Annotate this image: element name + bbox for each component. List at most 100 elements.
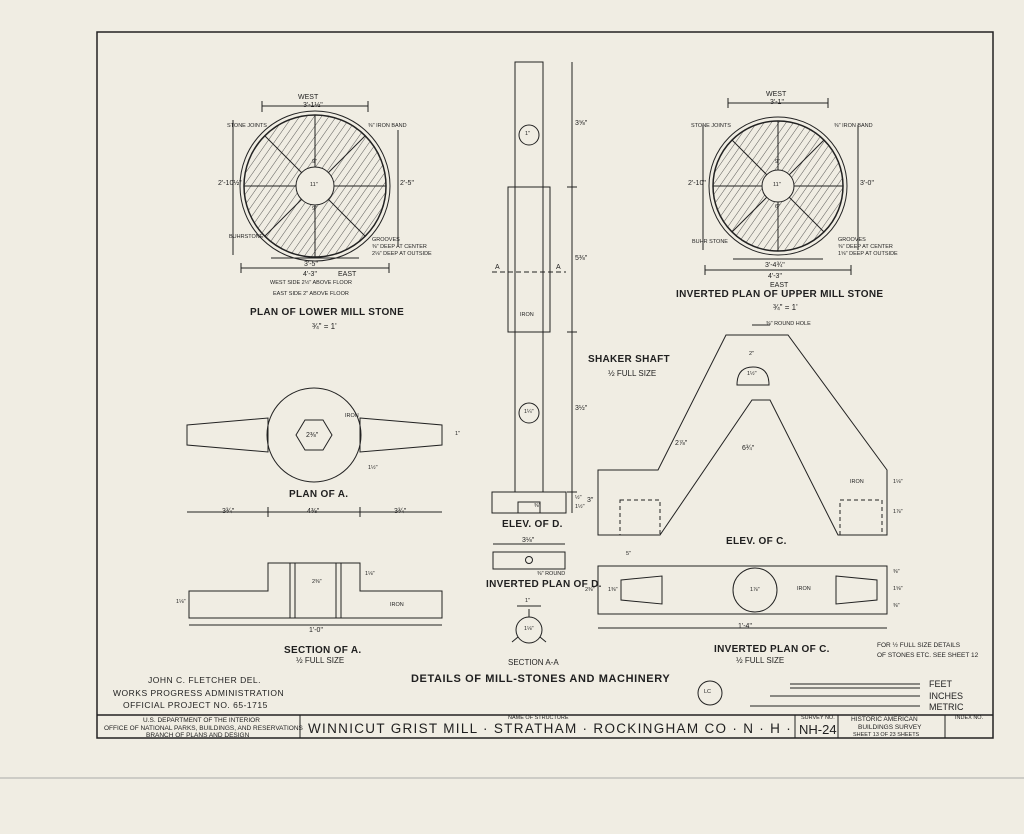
upper-note-joints: Stone joints (691, 123, 731, 129)
tb-survey-no: NH-24 (799, 722, 837, 737)
upper-millstone-plan (702, 98, 859, 275)
section-a-dim-left-h: 1⅛" (176, 599, 186, 605)
lower-floor-1: West side 2½" above floor (270, 280, 352, 286)
tb-dept-3: Branch of Plans and Design (146, 732, 250, 739)
tb-dept-2: Office of National Parks, Buildings, and… (104, 725, 303, 732)
plan-of-a (186, 387, 443, 517)
shaft-dim-mid: 5⅜" (575, 255, 588, 262)
shaft-dim-foot-2: 1½" (575, 504, 585, 510)
inv-c-title: Inverted Plan of C. (714, 644, 830, 655)
section-a-title: Section of A. (284, 645, 362, 656)
upper-note-band: ⅜" iron band (834, 123, 873, 129)
elev-c-dim-arm: 2⅞" (675, 440, 688, 447)
lower-dim-inner: 3'-5" (304, 261, 318, 268)
elev-c-dim-right-1: 1⅛" (893, 479, 903, 485)
plan-a-dim-center: 4⅜" (307, 508, 320, 515)
shaft-hole-bottom: 1¼" (524, 409, 534, 415)
tb-name-label: Name of Structure (508, 715, 569, 721)
tb-survey-label: Survey No. (801, 715, 835, 721)
plan-a-title: Plan of A. (289, 489, 349, 500)
tb-habs-2: Buildings Survey (858, 724, 922, 731)
inv-c-scale: ½ Full Size (736, 656, 785, 665)
scale-inches: Inches (929, 691, 964, 701)
upper-dir-bottom: East (770, 282, 789, 289)
lower-dim-bottom: 4'-3" (303, 271, 317, 278)
elev-c-dim-right-2: 1⅞" (893, 509, 903, 515)
note-full-size-2: of stones etc. see sheet 12 (877, 652, 979, 659)
section-aa-center: 1⅛" (524, 626, 534, 632)
section-aa-title: Section A-A (508, 658, 559, 667)
elev-c-hole-note: ⅜" Round hole (766, 321, 811, 327)
inv-d-title: Inverted Plan of D. (486, 579, 602, 590)
elev-c-dim-center-h: 6¾" (742, 445, 755, 452)
plan-a-material: Iron (345, 413, 359, 419)
inverted-plan-of-c (597, 565, 888, 629)
shaft-dim-top: 3⅝" (575, 120, 588, 127)
shaft-title: Shaker Shaft (588, 354, 670, 365)
lower-dim-top: 3'-1½" (303, 102, 323, 109)
lower-dim-right: 2'-5" (400, 180, 414, 187)
tb-habs-1: Historic American (851, 716, 918, 723)
elevation-of-c (597, 324, 888, 536)
elev-c-dim-top-w: 2" (749, 351, 755, 357)
upper-dim-right: 3'-0" (860, 180, 874, 187)
lower-stone-title: Plan of Lower Mill Stone (250, 307, 405, 318)
shaft-dim-lower: 3½" (575, 405, 588, 412)
section-aa-dim-top: 1" (525, 598, 531, 604)
lower-dir-top: West (298, 94, 319, 101)
upper-grooves-2: ⅜" deep at center (838, 244, 893, 250)
section-of-a (188, 562, 443, 626)
lower-eye-mid: 11" (310, 182, 318, 188)
plan-a-dim-side: 1" (455, 431, 461, 437)
elev-c-dim-side: 3" (587, 497, 594, 504)
inv-c-dim-right-3: ⅜" (893, 603, 900, 609)
lower-grooves-3: 2⅛" deep at outside (372, 251, 432, 257)
inv-c-dim-center: 1⅞" (750, 587, 760, 593)
credit-project: Official Project No. 65-1715 (123, 700, 268, 710)
shaft-foot-label: ⅜" (534, 503, 541, 509)
elev-c-dim-arch: 1½" (747, 371, 757, 377)
lower-millstone-plan (232, 101, 399, 273)
upper-dim-bottom: 4'-3" (768, 273, 782, 280)
lower-floor-2: East side 2" above floor (273, 291, 349, 297)
upper-dim-left: 2'-10" (688, 180, 706, 187)
shaker-shaft (491, 61, 577, 644)
lower-note-buhrstone: Buhrstone (229, 234, 264, 240)
section-a-dim-right-h: 1⅛" (365, 571, 375, 577)
tb-index-label: Index No. (955, 715, 984, 721)
lower-eye-bottom: 9" (312, 206, 318, 212)
inv-c-dim-right-2: 1⅝" (893, 586, 903, 592)
lower-note-joints: Stone joints (227, 123, 267, 129)
shaft-section-mark-right: A (556, 264, 561, 271)
lower-stone-scale: ¾" = 1' (312, 322, 337, 331)
lower-grooves-2: ⅜" deep at center (372, 244, 427, 250)
upper-eye-bottom: 6" (775, 204, 781, 210)
plan-a-dim-right: 3¾" (394, 508, 407, 515)
scale-stamp: LC (704, 689, 712, 695)
tb-sheet-no: Sheet 13 of 23 Sheets (853, 732, 920, 738)
shaft-scale: ½ Full Size (608, 369, 657, 378)
inv-c-dim-left-w: 5" (626, 551, 632, 557)
tb-structure-name: Winnicut Grist Mill · Stratham · Rocking… (308, 721, 793, 736)
inv-c-dim-height: 2⅜" (585, 587, 595, 593)
shaft-material: Iron (520, 312, 534, 318)
inv-d-dim-width: 3⅛" (522, 537, 535, 544)
elev-d-title: Elev. of D. (502, 519, 563, 530)
elev-c-material: Iron (850, 479, 864, 485)
plan-a-dim-hub: 1½" (368, 465, 378, 471)
section-a-scale: ½ Full Size (296, 656, 345, 665)
scale-bar (697, 680, 920, 707)
upper-dim-top: 3'-1" (770, 99, 784, 106)
scale-feet: Feet (929, 679, 953, 689)
shaft-hole-top: 1" (525, 131, 531, 137)
inv-d-round-note: ⅜" Round (537, 571, 566, 577)
upper-eye-top: 9" (775, 159, 781, 165)
upper-eye-mid: 11" (773, 182, 781, 188)
inv-c-dim-right-1: ⅜" (893, 569, 900, 575)
credit-agency: Works Progress Administration (113, 688, 285, 698)
sheet-title: Details of Mill-Stones and Machinery (411, 673, 671, 685)
upper-note-buhrstone: Buhr stone (692, 239, 728, 245)
upper-grooves-1: Grooves (838, 237, 866, 243)
lower-dir-bottom: East (338, 271, 357, 278)
